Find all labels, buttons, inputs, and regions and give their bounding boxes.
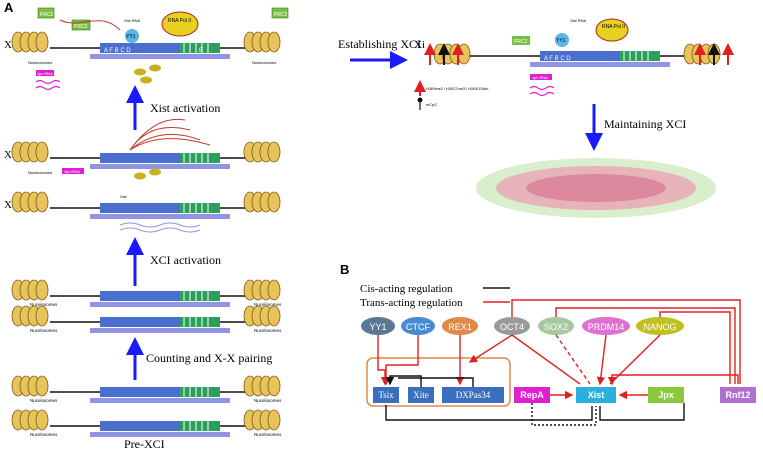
panel-label-a: A bbox=[4, 0, 14, 15]
label-xist-activation: Xist activation bbox=[150, 101, 220, 115]
node-oct4 bbox=[494, 317, 530, 335]
svg-text:PRC2: PRC2 bbox=[514, 39, 528, 45]
panel-label-b: B bbox=[340, 262, 349, 277]
tsix-group-box bbox=[366, 357, 511, 407]
svg-text:Nucelosomes: Nucelosomes bbox=[254, 328, 282, 333]
svg-text:PRC2: PRC2 bbox=[274, 12, 288, 18]
svg-text:H3K9me2 / H3K27me3 / H2AK119ub: H3K9me2 / H3K27me3 / H2AK119ub bbox=[426, 87, 488, 91]
svg-text:YY1: YY1 bbox=[556, 38, 566, 44]
svg-text:RNA Pol II: RNA Pol II bbox=[168, 18, 191, 24]
legend-cis: Cis-acting regulation bbox=[360, 283, 453, 295]
svg-text:mCpG: mCpG bbox=[426, 103, 437, 107]
label-establishing-xci: Establishing XCI bbox=[338, 37, 421, 51]
row-xa: Xa Xist bbox=[4, 191, 281, 233]
svg-text:Xite: Xite bbox=[413, 390, 429, 400]
svg-text:Jpx RNA: Jpx RNA bbox=[64, 169, 80, 174]
svg-text:Xist: Xist bbox=[120, 194, 128, 199]
node-dxpas34 bbox=[442, 387, 504, 403]
svg-text:Rnf12: Rnf12 bbox=[725, 390, 750, 400]
row-xi-middle: Xi Nucleosomes Jpx RNA bbox=[4, 118, 281, 180]
svg-text:Nucelosomes: Nucelosomes bbox=[30, 302, 58, 307]
tf-ovals: YY1 CTCF REX1 OCT4 SOX2 PRDM14 NANOG bbox=[361, 317, 684, 335]
node-nanog bbox=[636, 317, 684, 335]
node-prdm14 bbox=[582, 317, 630, 335]
svg-text:DXPas34: DXPas34 bbox=[456, 390, 491, 400]
svg-text:RepA: RepA bbox=[520, 390, 544, 400]
node-tsix bbox=[373, 387, 399, 403]
row-xi-established: Xi A F B C D YY1 RNA Pol II Xist RNA PRC… bbox=[414, 18, 734, 110]
svg-text:Xi: Xi bbox=[4, 39, 15, 51]
node-repa bbox=[514, 387, 550, 403]
row-pre-xci: Nucelosomes Nucelosomes Nucelosomes Nuce… bbox=[11, 375, 282, 438]
label-counting: Counting and X-X pairing bbox=[146, 351, 272, 365]
svg-text:Xi: Xi bbox=[4, 149, 15, 161]
label-maintaining-xci: Maintaining XCI bbox=[604, 117, 686, 131]
svg-text:Xi: Xi bbox=[414, 39, 425, 51]
svg-text:Nucelosomes: Nucelosomes bbox=[254, 302, 282, 307]
node-ctcf bbox=[401, 317, 435, 335]
node-rnf12 bbox=[720, 387, 756, 403]
svg-text:RNA Pol II: RNA Pol II bbox=[602, 24, 625, 30]
svg-text:Nucelosomes: Nucelosomes bbox=[254, 398, 282, 403]
svg-text:Nucleosomes: Nucleosomes bbox=[28, 60, 52, 65]
svg-text:Nucleosomes: Nucleosomes bbox=[28, 170, 52, 175]
row-xi-top: Xi Nucleosomes Nucleosomes PRC2 PRC2 PRC… bbox=[4, 7, 289, 91]
svg-text:Nucelosomes: Nucelosomes bbox=[30, 398, 58, 403]
panel-b-legend: Cis-acting regulation Trans-acting regul… bbox=[360, 283, 510, 309]
svg-text:Xist RNA: Xist RNA bbox=[570, 18, 587, 23]
svg-text:YY1: YY1 bbox=[126, 34, 136, 40]
svg-text:A F B C D: A F B C D bbox=[104, 48, 131, 54]
node-rex1 bbox=[442, 317, 478, 335]
svg-text:REX1: REX1 bbox=[448, 322, 472, 332]
svg-text:Nucelosomes: Nucelosomes bbox=[30, 328, 58, 333]
svg-text:Jpx RNA: Jpx RNA bbox=[532, 75, 548, 80]
svg-text:A F B C D: A F B C D bbox=[544, 56, 571, 62]
svg-text:Nucelosomes: Nucelosomes bbox=[254, 432, 282, 437]
svg-text:Tsix: Tsix bbox=[378, 390, 394, 400]
node-sox2 bbox=[538, 317, 574, 335]
svg-text:Xist RNA: Xist RNA bbox=[124, 18, 141, 23]
gene-boxes: Tsix Xite DXPas34 RepA Xist Jpx Rnf12 bbox=[373, 387, 756, 403]
svg-text:SOX2: SOX2 bbox=[544, 322, 568, 332]
node-yy1 bbox=[361, 317, 395, 335]
svg-text:Nucleosomes: Nucleosomes bbox=[252, 60, 276, 65]
label-pre-xci: Pre-XCI bbox=[124, 437, 165, 451]
svg-text:OCT4: OCT4 bbox=[500, 322, 524, 332]
svg-text:Jpx RNA: Jpx RNA bbox=[37, 71, 53, 76]
svg-text:NANOG: NANOG bbox=[643, 322, 676, 332]
node-jpx bbox=[648, 387, 684, 403]
svg-text:E: E bbox=[199, 48, 203, 54]
node-xite bbox=[408, 387, 434, 403]
inactive-x-territory bbox=[476, 158, 716, 218]
svg-text:PRC2: PRC2 bbox=[74, 24, 88, 30]
row-paired: Nucelosomes Nucelosomes Nucelosomes Nuce… bbox=[11, 279, 282, 334]
legend-trans: Trans-acting regulation bbox=[360, 297, 463, 309]
svg-text:CTCF: CTCF bbox=[406, 322, 430, 332]
svg-text:Jpx: Jpx bbox=[658, 390, 674, 400]
network-edges bbox=[377, 299, 741, 426]
svg-text:YY1: YY1 bbox=[369, 322, 386, 332]
svg-text:PRDM14: PRDM14 bbox=[588, 322, 625, 332]
node-xist bbox=[576, 387, 616, 403]
svg-text:PRC2: PRC2 bbox=[40, 12, 54, 18]
svg-text:Nucelosomes: Nucelosomes bbox=[30, 432, 58, 437]
svg-text:Xist: Xist bbox=[588, 390, 605, 400]
label-xci-activation: XCI activation bbox=[150, 253, 221, 267]
